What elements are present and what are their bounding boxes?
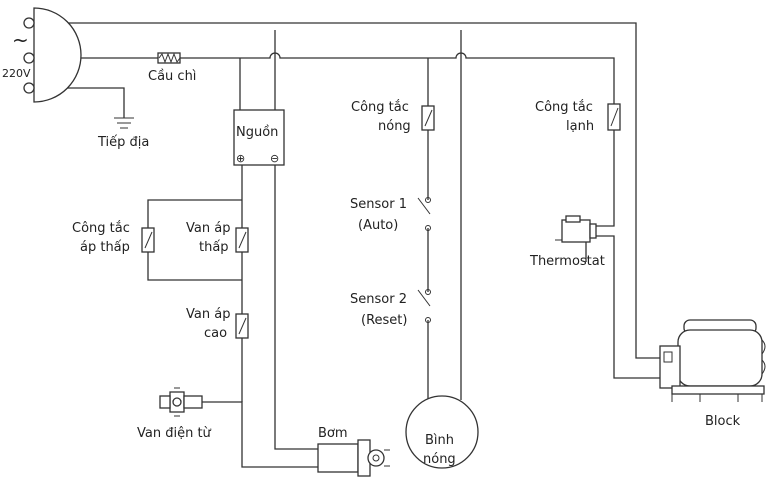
sensor1-label-1: Sensor 1 xyxy=(350,197,407,212)
solenoid-valve-label: Van điện từ xyxy=(137,426,212,441)
fuse-label: Cầu chì xyxy=(148,69,196,84)
supply-wires xyxy=(44,22,660,359)
thermostat-icon xyxy=(555,215,597,243)
power-wires xyxy=(239,30,318,450)
ground-label: Tiếp địa xyxy=(97,135,149,150)
sensor2-label-2: (Reset) xyxy=(361,313,407,328)
low-pressure-valve-label-2: thấp xyxy=(199,240,229,255)
low-pressure-switch-label-1: Công tắc xyxy=(72,221,130,236)
low-pressure-switch-icon xyxy=(141,227,155,253)
fuse-icon xyxy=(157,52,181,64)
solenoid-valve-icon xyxy=(159,387,203,417)
pump-icon xyxy=(317,439,390,477)
cold-switch-label-2: lạnh xyxy=(566,119,594,134)
pump-label: Bơm xyxy=(318,426,348,441)
sensor1-icon xyxy=(417,197,431,231)
minus-terminal: ⊖ xyxy=(270,152,279,165)
hot-switch-label-1: Công tắc xyxy=(351,100,409,115)
voltage-label: 220V xyxy=(2,67,31,80)
power-supply-label: Nguồn xyxy=(236,125,278,140)
hot-branch-wires xyxy=(427,30,462,400)
solenoid-valve-wires xyxy=(202,401,318,468)
ac-symbol: ~ xyxy=(12,28,29,52)
low-pressure-valve-label-1: Van áp xyxy=(186,221,230,236)
hot-switch-icon xyxy=(421,105,435,131)
hot-switch-label-2: nóng xyxy=(378,119,411,134)
cold-switch-icon xyxy=(607,103,621,131)
high-pressure-valve-label-2: cao xyxy=(204,326,227,341)
hot-tank-label-2: nóng xyxy=(423,452,456,467)
cold-branch-wires xyxy=(585,130,660,379)
power-supply-box xyxy=(233,109,285,166)
plus-terminal: ⊕ xyxy=(236,152,245,165)
cold-switch-label-1: Công tắc xyxy=(535,100,593,115)
sensor1-label-2: (Auto) xyxy=(358,218,398,233)
hot-tank-icon xyxy=(405,395,479,469)
ac-plug: ~ 220V xyxy=(2,7,82,103)
sensor2-label-1: Sensor 2 xyxy=(350,292,407,307)
sensor2-icon xyxy=(417,289,431,323)
low-pressure-valve-icon xyxy=(235,227,249,253)
thermostat-label: Thermostat xyxy=(529,254,605,269)
compressor-label: Block xyxy=(705,414,741,429)
hot-tank-label-1: Bình xyxy=(425,433,454,448)
ground-icon xyxy=(114,117,134,129)
low-pressure-switch-label-2: áp thấp xyxy=(80,240,130,255)
high-pressure-valve-label-1: Van áp xyxy=(186,307,230,322)
compressor-icon xyxy=(659,319,766,402)
high-pressure-valve-icon xyxy=(235,313,249,339)
